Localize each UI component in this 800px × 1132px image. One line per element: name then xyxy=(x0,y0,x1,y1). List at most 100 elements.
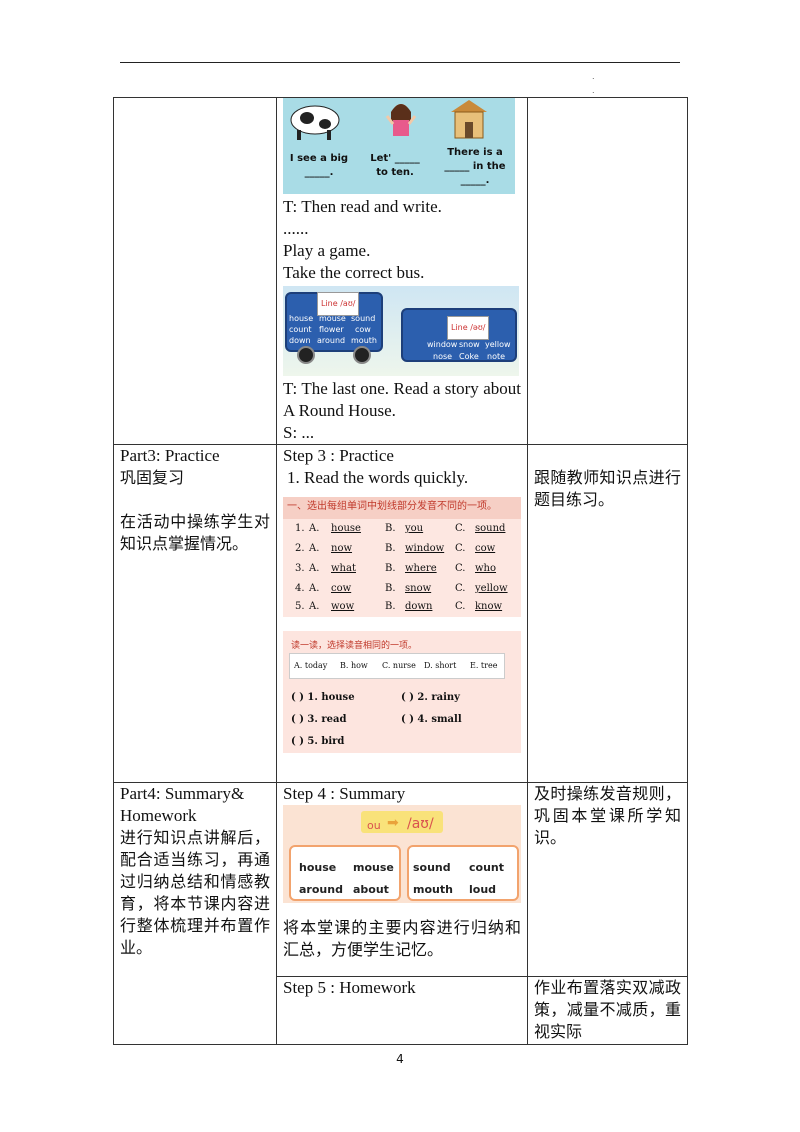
text-fragment: B. how xyxy=(340,661,368,670)
exercise-1-row: 2. A. now B. window C. cow xyxy=(295,541,521,557)
empty-cell xyxy=(527,97,688,445)
wheel-icon xyxy=(297,346,315,364)
bus-picture: Line /aʊ/ house mouse sound count flower… xyxy=(283,286,519,376)
text-fragment: A. xyxy=(309,523,320,534)
text-fragment: B. xyxy=(385,543,396,554)
ou-banner: ou ➡ /aʊ/ xyxy=(361,811,443,833)
text-fragment: B. xyxy=(385,563,396,574)
text-fragment: E. tree xyxy=(470,661,498,670)
caption-count: Let' _____ to ten. xyxy=(370,153,420,178)
text-line: Play a game. xyxy=(283,241,371,260)
exercise-2-question: ( ) 4. small xyxy=(401,714,462,725)
exercise-1-row: 1.A.house B.you C.sound xyxy=(295,521,521,537)
exercise-2-header: 读一读，选择读音相同的一项。 xyxy=(291,641,418,651)
text-fragment: A. xyxy=(309,543,320,554)
text-fragment: cow xyxy=(475,543,496,554)
header-dots: . . xyxy=(592,70,595,98)
text-fragment: mouth xyxy=(351,336,377,345)
text-fragment: C. xyxy=(455,543,466,554)
text-fragment: A. xyxy=(309,601,320,612)
exercise-2-question: ( ) 1. house xyxy=(291,692,355,703)
text-line: Take the correct bus. xyxy=(283,263,425,282)
note-cell: 作业布置落实双减政策，减量不减质，重视实际 xyxy=(527,976,688,1045)
text-fragment: B. xyxy=(385,601,396,612)
text-fragment: D. short xyxy=(424,661,457,670)
exercise-1-row: 5.A.wow B.down C.know xyxy=(295,599,521,615)
text-fragment: Coke xyxy=(459,352,479,361)
caption-cow: I see a big _____. xyxy=(289,153,349,178)
table-row: Part3: Practice 巩固复习 在活动中操练学生对知识点掌握情况。 S… xyxy=(113,444,688,783)
text-fragment: 3. xyxy=(295,563,305,574)
text-fragment: snow xyxy=(459,340,480,349)
step4-description: 将本堂课的主要内容进行归纳和汇总，方便学生记忆。 xyxy=(283,918,521,959)
step3-title: Step 3 : Practice xyxy=(283,446,394,465)
text-fragment: A. xyxy=(309,563,320,574)
text-fragment: now xyxy=(331,543,353,554)
text-fragment: C. xyxy=(455,523,466,534)
text-fragment: around xyxy=(317,336,346,345)
text-fragment: A. today xyxy=(294,661,328,670)
note-cell: 跟随教师知识点进行题目练习。 xyxy=(527,444,688,783)
text-fragment: 5. xyxy=(295,601,305,612)
text-fragment: snow xyxy=(405,583,432,594)
table-row: Part4: Summary& Homework 进行知识点讲解后，配合适当练习… xyxy=(113,782,688,1045)
text-fragment: where xyxy=(405,563,437,574)
text-fragment: 1. xyxy=(295,523,305,534)
table-row: I see a big _____. Let' _____ to ten. Th… xyxy=(113,97,688,445)
picture-illustrations xyxy=(290,100,487,140)
part3-note: 跟随教师知识点进行题目练习。 xyxy=(534,468,681,509)
text-fragment: C. xyxy=(455,563,466,574)
text-line: T: The last one. Read a story about A Ro… xyxy=(283,379,521,420)
summary-word: around xyxy=(299,883,343,896)
text-fragment: cow xyxy=(355,325,371,334)
text-fragment: mouse xyxy=(319,314,346,323)
text-fragment: what xyxy=(331,563,356,574)
step5-note: 作业布置落实双减政策，减量不减质，重视实际 xyxy=(534,978,681,1041)
text-fragment: C. xyxy=(455,601,466,612)
exercise-2-question: ( ) 2. rainy xyxy=(401,692,460,703)
summary-word: loud xyxy=(469,883,497,896)
text-fragment: window xyxy=(405,543,445,554)
summary-picture: ou ➡ /aʊ/ house mouse around about sound… xyxy=(283,805,521,903)
part4-description: 进行知识点讲解后，配合适当练习，再通过归纳总结和情感教育，将本节课内容进行整体梳… xyxy=(120,828,270,957)
text-line: S: ... xyxy=(283,423,315,442)
animals-picture: I see a big _____. Let' _____ to ten. Th… xyxy=(283,98,515,194)
exercise-1-row: 3.A.what B.where C.who xyxy=(295,561,521,577)
summary-word: sound xyxy=(413,861,451,874)
exercise-2-question: ( ) 5. bird xyxy=(291,736,345,747)
activity-cell: Step 3 : Practice 1. Read the words quic… xyxy=(276,444,528,783)
lesson-plan-table: I see a big _____. Let' _____ to ten. Th… xyxy=(113,97,688,1045)
text-line: ...... xyxy=(283,219,309,238)
text-line: T: Then read and write. xyxy=(283,197,442,216)
text-fragment: house xyxy=(331,523,361,534)
text-fragment: B. xyxy=(385,583,396,594)
summary-word: about xyxy=(353,883,389,896)
part4-title: Part4: Summary& Homework xyxy=(120,784,245,825)
bus-2: Line /əʊ/ window snow yellow nose Coke n… xyxy=(401,308,517,362)
word-box-left xyxy=(289,845,401,901)
text-fragment: A. xyxy=(309,583,320,594)
bus-1-sign: Line /aʊ/ xyxy=(317,292,360,316)
text-fragment: note xyxy=(487,352,506,361)
part-cell: Part4: Summary& Homework 进行知识点讲解后，配合适当练习… xyxy=(113,782,277,1045)
text-fragment: know xyxy=(475,601,503,612)
text-fragment: C. nurse xyxy=(382,661,416,670)
text-fragment: cow xyxy=(331,583,352,594)
note-cell: 及时操练发音规则，巩固本堂课所学知识。 xyxy=(527,782,688,977)
bus-2-sign: Line /əʊ/ xyxy=(447,316,490,340)
part3-description: 在活动中操练学生对知识点掌握情况。 xyxy=(120,512,270,553)
activity-cell: Step 4 : Summary ou ➡ /aʊ/ house mouse a… xyxy=(276,782,528,977)
text-fragment: ou xyxy=(367,819,381,832)
text-fragment: 2. xyxy=(295,543,305,554)
text-fragment: /aʊ/ xyxy=(407,816,434,832)
text-fragment: C. xyxy=(455,583,466,594)
text-fragment: sound xyxy=(475,523,506,534)
text-fragment: window xyxy=(427,340,458,349)
step5-title: Step 5 : Homework xyxy=(283,978,416,997)
wheel-icon xyxy=(353,346,371,364)
bus-1: Line /aʊ/ house mouse sound count flower… xyxy=(285,292,383,352)
activity-cell: Step 5 : Homework xyxy=(276,976,528,1045)
part3-subtitle: 巩固复习 xyxy=(120,468,185,487)
text-fragment: yellow xyxy=(485,340,511,349)
text-fragment: . xyxy=(592,72,595,81)
